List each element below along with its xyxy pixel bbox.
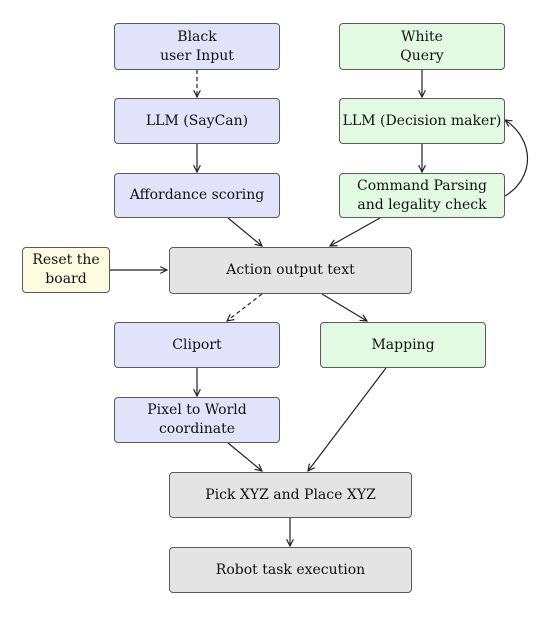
node-llm-saycan: LLM (SayCan) xyxy=(114,98,280,144)
node-cliport: Cliport xyxy=(114,322,280,368)
node-pick-and-place: Pick XYZ and Place XYZ xyxy=(169,472,412,518)
node-reset-the-board: Reset the board xyxy=(22,247,110,293)
edge-action-to-cliport xyxy=(227,293,263,321)
edge-action-to-mapping xyxy=(321,293,367,321)
edge-pixel-to-pickplace xyxy=(227,442,262,471)
node-affordance-scoring: Affordance scoring xyxy=(114,173,280,218)
node-white-query: White Query xyxy=(339,23,505,70)
node-robot-task-execution: Robot task execution xyxy=(169,547,412,593)
node-action-output-text: Action output text xyxy=(169,247,412,294)
edge-affordance-to-action xyxy=(227,217,262,246)
node-pixel-to-world: Pixel to World coordinate xyxy=(114,397,280,443)
edge-parsing-loop-to-decision xyxy=(505,120,528,197)
edge-mapping-to-pickplace xyxy=(308,367,387,471)
node-llm-decision-maker: LLM (Decision maker) xyxy=(339,98,505,144)
edge-parsing-to-action xyxy=(330,217,381,246)
node-mapping: Mapping xyxy=(320,322,486,368)
node-command-parsing: Command Parsing and legality check xyxy=(339,173,505,218)
node-black-user-input: Black user Input xyxy=(114,23,280,70)
